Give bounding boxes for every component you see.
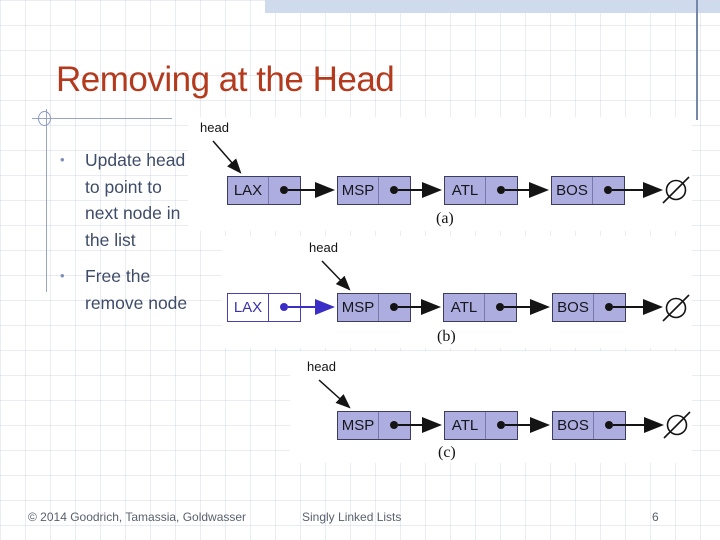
node-label: ATL: [445, 412, 486, 439]
bullet-item: • Update head to point to next node in t…: [60, 147, 220, 253]
node-pointer-cell: [379, 177, 410, 204]
head-pointer-label-a: head: [200, 120, 229, 135]
node-bos-b: BOS: [552, 293, 626, 322]
node-pointer-cell: [269, 294, 300, 321]
diagram-panel-a: [188, 117, 692, 231]
head-pointer-label-b: head: [309, 240, 338, 255]
node-msp-b: MSP: [337, 293, 411, 322]
bullet-line: Update head: [85, 150, 186, 170]
node-label: LAX: [228, 177, 269, 204]
bullet-text: Update head to point to next node in the…: [85, 147, 185, 253]
title-underline: [32, 118, 172, 119]
node-pointer-cell: [486, 177, 517, 204]
footer-center-title: Singly Linked Lists: [302, 510, 402, 524]
node-pointer-cell: [379, 294, 410, 321]
head-pointer-label-c: head: [307, 359, 336, 374]
top-accent-band: [265, 0, 720, 13]
bullet-marker: •: [60, 268, 65, 283]
node-pointer-cell: [593, 177, 624, 204]
diagram-caption-a: (a): [436, 210, 454, 227]
node-pointer-cell: [594, 294, 625, 321]
node-bos-c: BOS: [552, 411, 626, 440]
node-atl-c: ATL: [444, 411, 518, 440]
bullet-line: Free the: [85, 266, 151, 286]
node-pointer-cell: [594, 412, 625, 439]
node-pointer-cell: [485, 294, 516, 321]
node-atl-a: ATL: [444, 176, 518, 205]
node-label: MSP: [338, 294, 379, 321]
left-ornament-circle-icon: [38, 111, 51, 126]
node-label: BOS: [553, 412, 594, 439]
node-label: BOS: [553, 294, 594, 321]
top-right-accent-line: [696, 0, 698, 120]
bullet-text: Free the remove node: [85, 263, 187, 316]
node-lax-b-removed: LAX: [227, 293, 301, 322]
left-ornament-line: [46, 109, 47, 292]
node-label: MSP: [338, 177, 379, 204]
node-pointer-cell: [486, 412, 517, 439]
node-msp-a: MSP: [337, 176, 411, 205]
node-label: BOS: [552, 177, 593, 204]
bullet-marker: •: [60, 152, 65, 167]
bullet-line: to point to: [85, 176, 162, 197]
bullet-item: • Free the remove node: [60, 263, 220, 316]
bullet-list: • Update head to point to next node in t…: [60, 147, 220, 326]
diagram-panel-c: [290, 351, 692, 463]
page-title: Removing at the Head: [56, 60, 395, 99]
diagram-panel-b: [222, 236, 692, 348]
bullet-line: next node in: [85, 203, 181, 223]
diagram-caption-b: (b): [437, 328, 456, 345]
node-label: MSP: [338, 412, 379, 439]
node-bos-a: BOS: [551, 176, 625, 205]
bullet-line: the list: [85, 229, 136, 250]
node-msp-c: MSP: [337, 411, 411, 440]
node-lax-a: LAX: [227, 176, 301, 205]
node-label: LAX: [228, 294, 269, 321]
node-label: ATL: [445, 177, 486, 204]
diagram-caption-c: (c): [438, 444, 456, 461]
node-atl-b: ATL: [443, 293, 517, 322]
bullet-line: remove node: [85, 292, 188, 313]
footer-page-number: 6: [652, 510, 659, 524]
node-label: ATL: [444, 294, 485, 321]
node-pointer-cell: [269, 177, 300, 204]
footer-copyright: © 2014 Goodrich, Tamassia, Goldwasser: [28, 510, 247, 524]
node-pointer-cell: [379, 412, 410, 439]
